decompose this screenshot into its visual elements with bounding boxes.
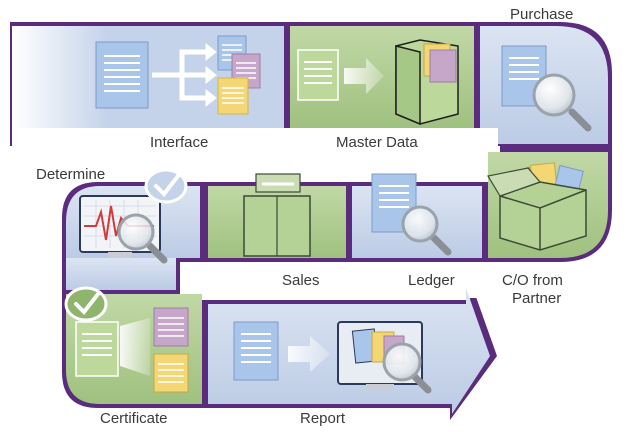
tile-purchase[interactable] [480,26,608,144]
tile-interface[interactable] [12,26,284,128]
document-icon [233,321,279,381]
tile-certificate[interactable] [64,286,202,404]
label-report: Report [300,410,346,427]
check-badge-icon [64,286,108,322]
folder-icon [395,39,459,126]
document-distribution-icon [75,307,189,393]
label-master-data: Master Data [336,134,418,151]
label-interface: Interface [150,134,209,151]
arrow-right-icon [288,336,330,372]
magnifier-icon [532,73,592,132]
tile-sales[interactable] [208,173,346,258]
label-purchase: Purchase [510,6,574,23]
label-co-from-partner-line1: C/O from [502,272,563,289]
label-certificate: Certificate [100,410,168,427]
label-sales: Sales [282,272,320,289]
tile-master-data[interactable] [290,26,474,128]
label-co-from-partner-line2: Partner [512,290,562,307]
document-distribution-icon [95,35,261,115]
open-box-icon [487,162,587,251]
tile-ledger[interactable] [352,173,482,258]
label-ledger: Ledger [408,272,455,289]
magnifier-icon [382,342,432,394]
binder-icon [243,173,311,257]
label-determine: Determine [36,166,106,183]
magnifier-icon [117,213,168,264]
tile-determine[interactable] [66,168,200,290]
document-icon [297,49,339,101]
monitor-report-icon [337,321,423,390]
check-badge-icon [144,168,188,204]
tile-co-from-partner[interactable] [487,152,608,258]
tile-report[interactable] [208,288,490,414]
magnifier-icon [401,205,452,256]
arrow-right-icon [344,58,384,94]
